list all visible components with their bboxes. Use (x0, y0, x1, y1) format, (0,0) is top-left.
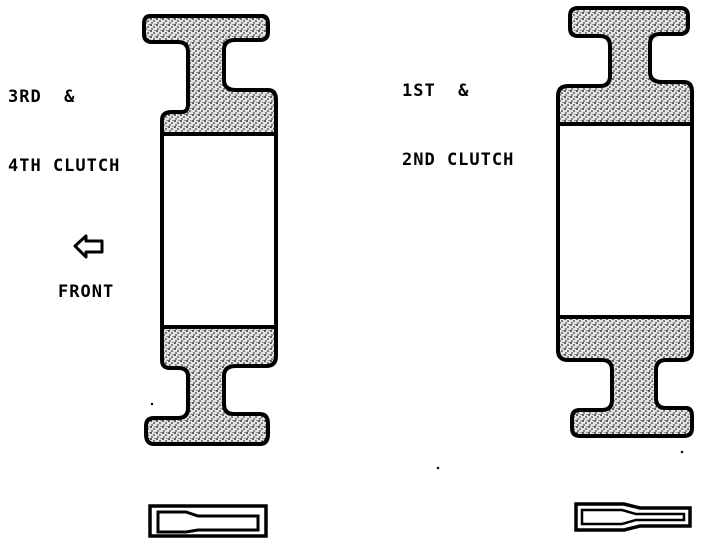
right-clutch-label: 1ST & 2ND CLUTCH (402, 34, 514, 195)
left-piston-body (160, 132, 278, 329)
right-clutch-piston (556, 6, 694, 438)
left-clutch-label-line1: 3RD & (8, 87, 76, 107)
scan-speck (680, 450, 684, 454)
arrow-left-icon (73, 234, 104, 259)
right-piston-bottom-flange (556, 315, 694, 438)
right-piston-top-flange (556, 6, 694, 126)
left-clutch-label-line2: 4TH CLUTCH (8, 156, 121, 176)
left-piston-top-flange (142, 14, 278, 136)
left-piston-bottom-flange (144, 325, 278, 446)
left-clutch-piston (142, 14, 278, 446)
right-clutch-label-line2: 2ND CLUTCH (402, 150, 515, 170)
right-clutch-label-line1: 1ST & (402, 81, 470, 101)
scan-speck (436, 466, 440, 470)
right-piston-body (556, 122, 694, 319)
right-seal-profile (574, 502, 692, 532)
front-label: FRONT (58, 282, 115, 302)
left-seal-profile (148, 504, 268, 538)
left-clutch-label: 3RD & 4TH CLUTCH (8, 40, 120, 201)
scan-speck (150, 402, 154, 406)
